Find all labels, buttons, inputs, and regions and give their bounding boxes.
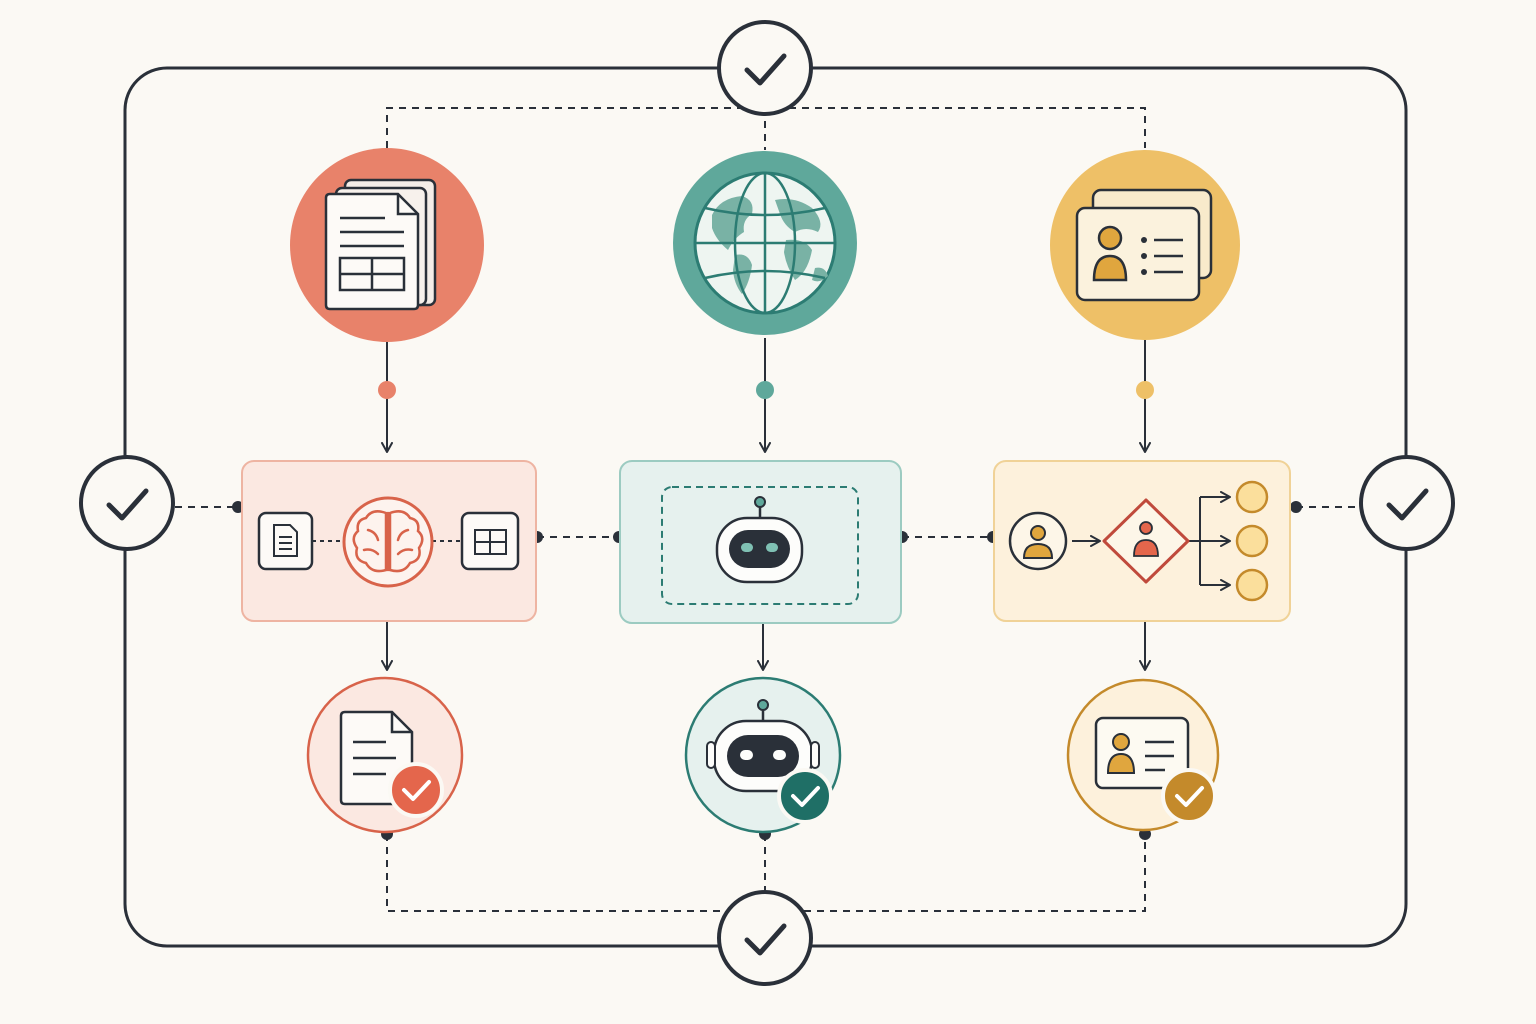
process-to-result-connectors: [381, 622, 1151, 671]
document-icon[interactable]: [257, 511, 314, 571]
check-icon[interactable]: [79, 455, 175, 551]
robot-icon[interactable]: [715, 496, 804, 584]
teal-node-dot: [756, 381, 774, 399]
user-icon[interactable]: [1008, 511, 1068, 571]
coral-node-dot: [378, 381, 396, 399]
check-icon[interactable]: [717, 890, 813, 986]
table-icon[interactable]: [460, 511, 520, 571]
verified-document-icon[interactable]: [306, 676, 464, 834]
documents-spreadsheet-icon[interactable]: [290, 148, 484, 342]
horizontal-dashed-links: [175, 506, 1360, 538]
verified-id-card-icon[interactable]: [1066, 678, 1220, 832]
decision-diamond-icon[interactable]: [1102, 498, 1190, 584]
branch-outputs-icon[interactable]: [1235, 480, 1269, 602]
id-cards-icon[interactable]: [1050, 150, 1240, 340]
gold-node-dot: [1136, 381, 1154, 399]
brain-icon[interactable]: [342, 496, 434, 588]
check-icon[interactable]: [717, 20, 813, 116]
globe-icon[interactable]: [673, 151, 857, 335]
verified-robot-icon[interactable]: [684, 676, 842, 834]
check-icon[interactable]: [1359, 455, 1455, 551]
